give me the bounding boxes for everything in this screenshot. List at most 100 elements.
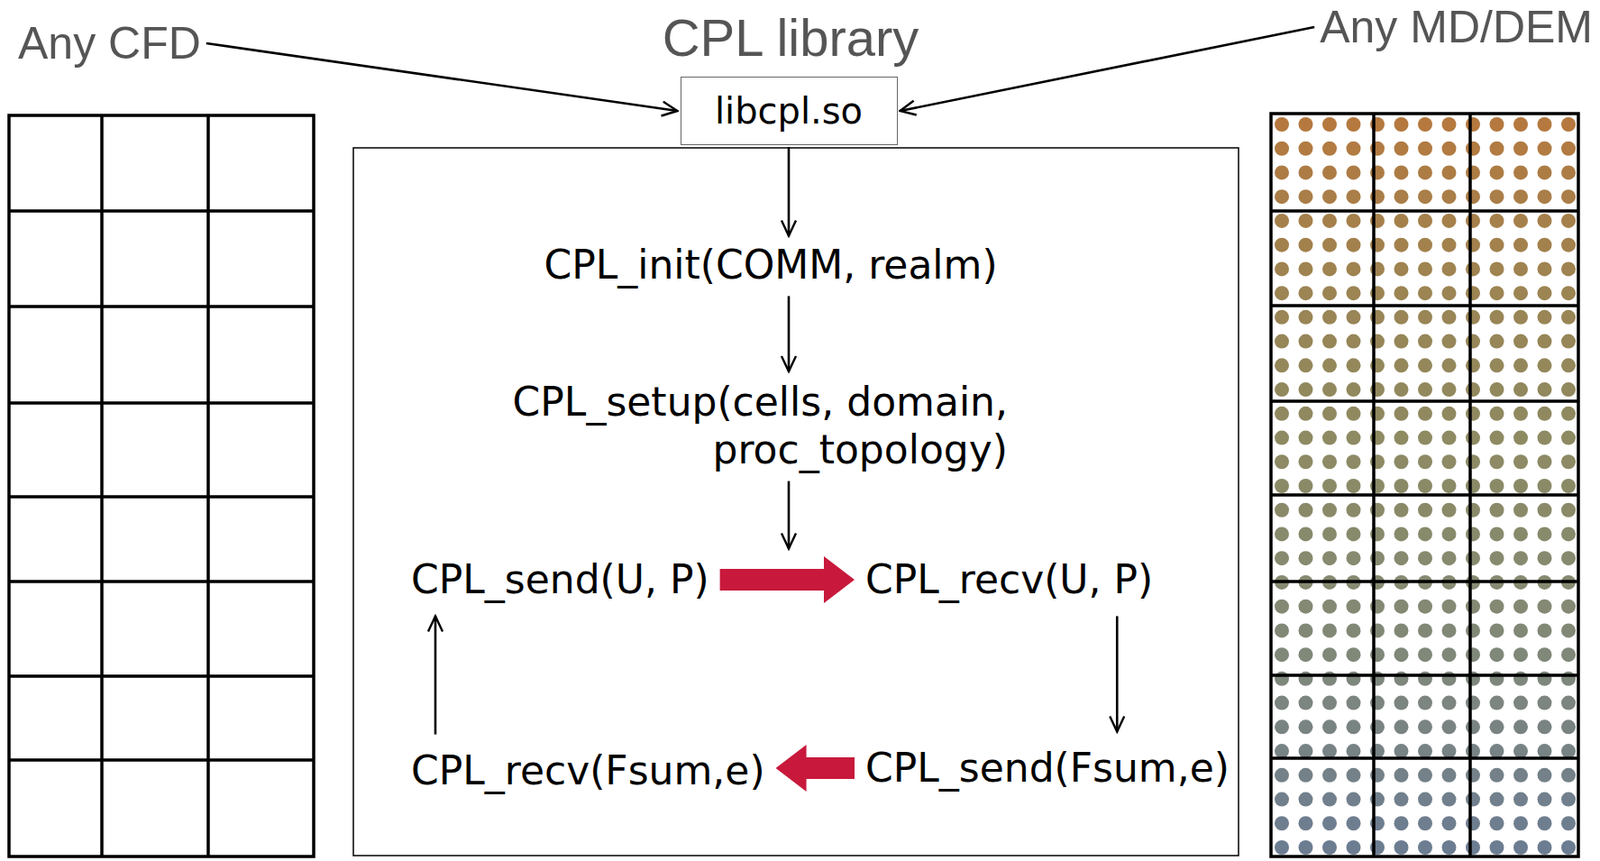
particle bbox=[1465, 550, 1481, 566]
particle bbox=[1346, 117, 1362, 132]
particle bbox=[1298, 382, 1314, 397]
particle bbox=[1298, 478, 1314, 494]
particle bbox=[1513, 117, 1528, 132]
flow-arrow bbox=[434, 615, 438, 734]
particle bbox=[1298, 430, 1314, 446]
particle bbox=[1322, 695, 1337, 711]
particle bbox=[1346, 310, 1362, 325]
particle bbox=[1513, 285, 1528, 301]
program-label: Any CFD bbox=[18, 16, 202, 71]
flow-arrow bbox=[787, 146, 791, 237]
particle bbox=[1394, 285, 1409, 301]
particle bbox=[1346, 647, 1362, 662]
particle bbox=[1417, 310, 1433, 325]
particle bbox=[1465, 695, 1481, 711]
particle bbox=[1298, 454, 1314, 469]
particle bbox=[1442, 357, 1457, 373]
particle bbox=[1346, 382, 1362, 397]
particle bbox=[1561, 719, 1576, 734]
particle bbox=[1513, 695, 1528, 711]
particle bbox=[1561, 647, 1576, 662]
particle bbox=[1417, 550, 1433, 566]
particle bbox=[1394, 406, 1409, 421]
particle bbox=[1513, 213, 1528, 229]
particle bbox=[1490, 647, 1505, 662]
particle bbox=[1274, 478, 1290, 494]
particle bbox=[1394, 719, 1409, 734]
particle bbox=[1394, 261, 1409, 276]
particle bbox=[1346, 526, 1362, 541]
particle bbox=[1513, 357, 1528, 373]
particle bbox=[1513, 430, 1528, 446]
particle bbox=[1465, 430, 1481, 446]
particle bbox=[1274, 406, 1290, 421]
particle bbox=[1465, 382, 1481, 397]
particle bbox=[1322, 599, 1337, 614]
particle bbox=[1465, 815, 1481, 831]
particle bbox=[1490, 526, 1505, 541]
particle bbox=[1561, 478, 1576, 494]
particle bbox=[1561, 743, 1576, 759]
particle bbox=[1417, 117, 1433, 132]
particle bbox=[1394, 334, 1409, 349]
particle bbox=[1417, 261, 1433, 276]
particle bbox=[1417, 213, 1433, 229]
particle bbox=[1561, 141, 1576, 156]
particle bbox=[1537, 695, 1553, 711]
particle bbox=[1274, 840, 1290, 855]
particle bbox=[1322, 550, 1337, 566]
particle bbox=[1537, 599, 1553, 614]
particle bbox=[1490, 454, 1505, 469]
particle bbox=[1490, 768, 1505, 783]
particle bbox=[1394, 622, 1409, 638]
particle bbox=[1513, 792, 1528, 807]
particle bbox=[1490, 743, 1505, 759]
particle bbox=[1346, 454, 1362, 469]
particle bbox=[1513, 478, 1528, 494]
particle bbox=[1513, 719, 1528, 734]
particle bbox=[1274, 310, 1290, 325]
particle bbox=[1417, 406, 1433, 421]
particle bbox=[1417, 599, 1433, 614]
particle bbox=[1346, 815, 1362, 831]
particle bbox=[1465, 599, 1481, 614]
particle bbox=[1537, 719, 1553, 734]
particle bbox=[1537, 357, 1553, 373]
particle bbox=[1537, 792, 1553, 807]
particle bbox=[1561, 213, 1576, 229]
particle bbox=[1322, 502, 1337, 518]
particle bbox=[1346, 719, 1362, 734]
particle bbox=[1322, 743, 1337, 759]
particle bbox=[1442, 141, 1457, 156]
particle bbox=[1417, 622, 1433, 638]
particle bbox=[1417, 478, 1433, 494]
particle bbox=[1274, 599, 1290, 614]
particle bbox=[1298, 261, 1314, 276]
particle bbox=[1274, 141, 1290, 156]
particle bbox=[1513, 768, 1528, 783]
particle bbox=[1346, 189, 1362, 204]
particle bbox=[1561, 526, 1576, 541]
particle bbox=[1298, 550, 1314, 566]
particle bbox=[1465, 719, 1481, 734]
particle bbox=[1346, 430, 1362, 446]
particle bbox=[1417, 237, 1433, 253]
particle bbox=[1442, 430, 1457, 446]
particle bbox=[1465, 502, 1481, 518]
particle bbox=[1561, 599, 1576, 614]
particle bbox=[1274, 815, 1290, 831]
particle bbox=[1274, 719, 1290, 734]
particle bbox=[1513, 334, 1528, 349]
node-text: CPL_setup(cells, domain, proc_topology) bbox=[484, 378, 1008, 475]
particle bbox=[1513, 647, 1528, 662]
particle bbox=[1442, 502, 1457, 518]
particle bbox=[1394, 478, 1409, 494]
particle bbox=[1322, 478, 1337, 494]
particle bbox=[1442, 526, 1457, 541]
particle bbox=[1322, 792, 1337, 807]
particle bbox=[1298, 768, 1314, 783]
particle bbox=[1394, 213, 1409, 229]
particle bbox=[1298, 117, 1314, 132]
particle bbox=[1490, 840, 1505, 855]
